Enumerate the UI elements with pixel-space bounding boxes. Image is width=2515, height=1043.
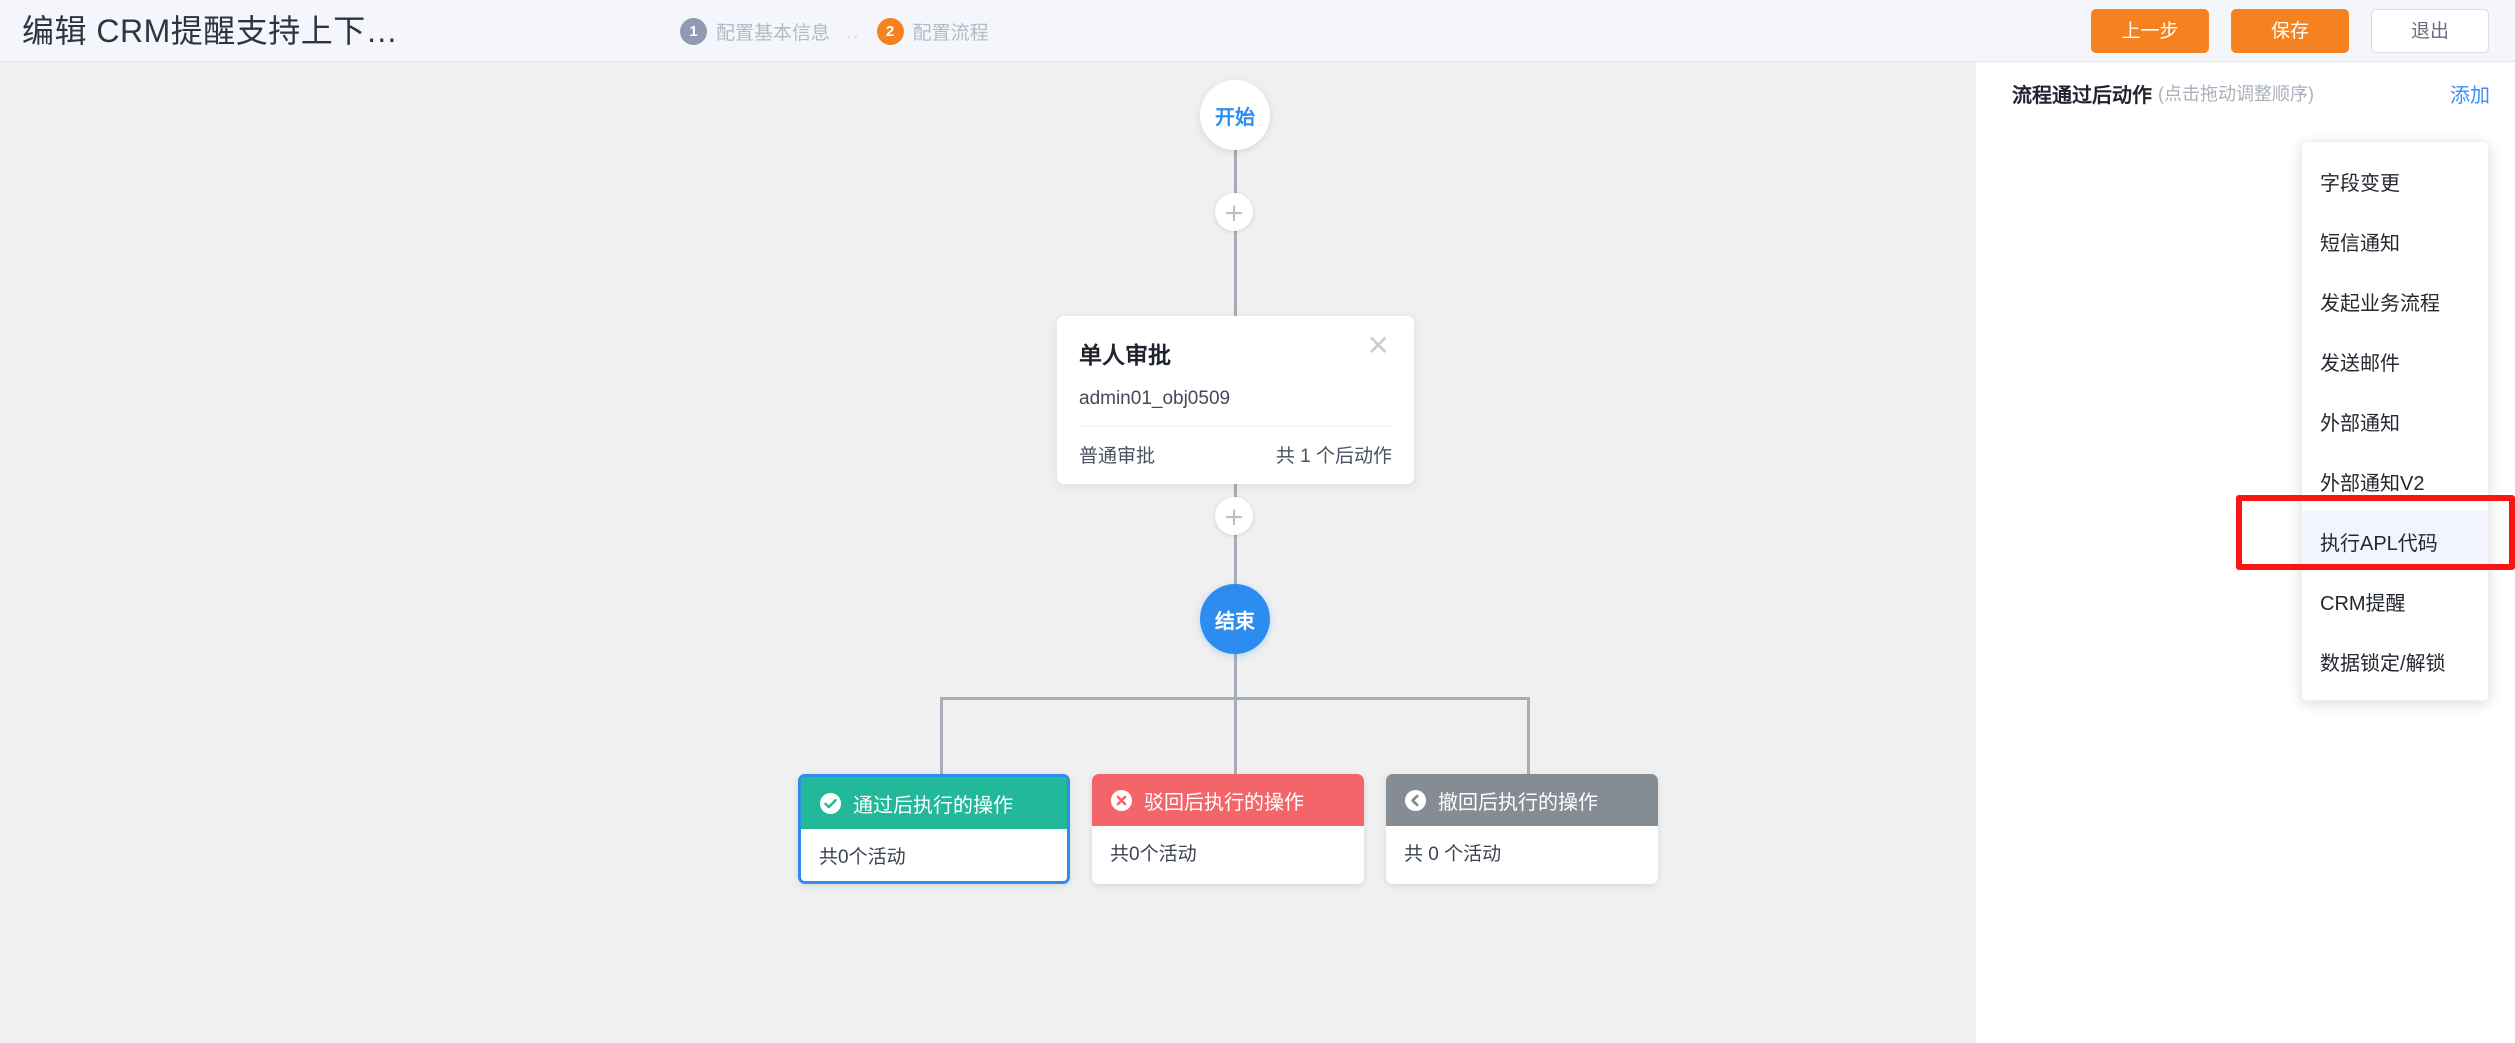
page-title: 编辑 CRM提醒支持上下… <box>22 13 399 49</box>
dropdown-item-send-email[interactable]: 发送邮件 <box>2320 352 2400 375</box>
dropdown-item-data-lock-unlock[interactable]: 数据锁定/解锁 <box>2320 652 2446 675</box>
step-number-2: 2 <box>876 17 904 45</box>
panel-hint: (点击拖动调整顺序) <box>2158 84 2314 104</box>
action-card-withdraw-header: 撤回后执行的操作 <box>1386 774 1658 826</box>
step-item-1[interactable]: 1 配置基本信息 <box>680 17 831 45</box>
save-button[interactable]: 保存 <box>2231 9 2349 53</box>
dropdown-item-execute-apl-code[interactable]: 执行APL代码 <box>2302 511 2488 571</box>
flow-node-end[interactable]: 结束 <box>1200 584 1270 654</box>
step-indicator: 1 配置基本信息 .. 2 配置流程 <box>680 0 989 62</box>
action-card-pass-title: 通过后执行的操作 <box>853 794 1013 817</box>
action-card-reject-header: 驳回后执行的操作 <box>1092 774 1364 826</box>
header-actions: 上一步 保存 退出 <box>2091 0 2489 62</box>
dropdown-item-external-notify-v2[interactable]: 外部通知V2 <box>2320 472 2425 495</box>
close-icon[interactable]: ✕ <box>1366 329 1390 362</box>
add-node-button-2[interactable]: + <box>1215 497 1253 535</box>
post-actions-panel: 流程通过后动作 (点击拖动调整顺序) 添加 字段变更 短信通知 发起业务流程 发… <box>1975 62 2515 1043</box>
edge-end-to-branch <box>1234 652 1237 776</box>
close-circle-icon <box>1110 789 1133 812</box>
action-card-withdraw-count: 共 0 个活动 <box>1386 826 1658 878</box>
approval-card-type: 普通审批 <box>1079 446 1156 467</box>
app-header: 编辑 CRM提醒支持上下… 1 配置基本信息 .. 2 配置流程 上一步 保存 … <box>0 0 2515 62</box>
panel-title: 流程通过后动作 <box>2012 84 2152 107</box>
panel-header: 流程通过后动作 (点击拖动调整顺序) 添加 <box>1976 62 2515 124</box>
edge-start-to-plus1 <box>1234 148 1237 194</box>
back-circle-icon <box>1404 789 1427 812</box>
post-action-cards: 通过后执行的操作 共0个活动 驳回后执行的操作 共0个活动 <box>798 774 1658 884</box>
flow-node-start[interactable]: 开始 <box>1200 80 1270 150</box>
approval-card-object: admin01_obj0509 <box>1079 388 1231 409</box>
dropdown-item-external-notify[interactable]: 外部通知 <box>2320 412 2400 435</box>
approval-card-header: 单人审批 ✕ <box>1079 329 1392 370</box>
edge-plus2-to-end <box>1234 534 1237 586</box>
action-card-reject-title: 驳回后执行的操作 <box>1144 791 1304 814</box>
action-card-reject[interactable]: 驳回后执行的操作 共0个活动 <box>1092 774 1364 884</box>
action-card-pass-header: 通过后执行的操作 <box>801 777 1067 829</box>
add-action-link[interactable]: 添加 <box>2450 84 2490 107</box>
edge-branch-right <box>1527 697 1530 777</box>
action-card-withdraw-title: 撤回后执行的操作 <box>1438 791 1598 814</box>
approval-card-title: 单人审批 <box>1079 342 1171 368</box>
approval-card-footer: 普通审批 共 1 个后动作 <box>1079 426 1392 468</box>
dropdown-item-start-business-flow[interactable]: 发起业务流程 <box>2320 292 2440 315</box>
step-item-2[interactable]: 2 配置流程 <box>876 17 989 45</box>
dropdown-item-sms-notify[interactable]: 短信通知 <box>2320 232 2400 255</box>
prev-step-button[interactable]: 上一步 <box>2091 9 2209 53</box>
step-number-1: 1 <box>680 17 707 45</box>
edge-plus1-to-card <box>1234 230 1237 318</box>
flow-canvas[interactable]: 开始 + 单人审批 ✕ admin01_obj0509 普通审批 共 1 个后动… <box>0 62 1975 1043</box>
action-card-reject-count: 共0个活动 <box>1092 826 1364 878</box>
action-card-withdraw[interactable]: 撤回后执行的操作 共 0 个活动 <box>1386 774 1658 884</box>
approval-card-post-actions: 共 1 个后动作 <box>1275 446 1392 467</box>
action-type-dropdown[interactable]: 字段变更 短信通知 发起业务流程 发送邮件 外部通知 外部通知V2 执行APL代… <box>2301 141 2489 701</box>
action-card-pass[interactable]: 通过后执行的操作 共0个活动 <box>798 774 1070 884</box>
edge-branch-horizontal <box>940 697 1530 700</box>
step-label-1: 配置基本信息 <box>716 22 831 44</box>
flow-diagram: 开始 + 单人审批 ✕ admin01_obj0509 普通审批 共 1 个后动… <box>0 62 1975 1043</box>
add-node-button-1[interactable]: + <box>1215 193 1253 231</box>
step-separator: .. <box>846 22 861 43</box>
edge-branch-left <box>940 697 943 777</box>
check-circle-icon <box>819 792 842 815</box>
step-label-2: 配置流程 <box>912 22 989 44</box>
approval-node-card[interactable]: 单人审批 ✕ admin01_obj0509 普通审批 共 1 个后动作 <box>1057 316 1414 484</box>
action-card-pass-count: 共0个活动 <box>801 829 1067 881</box>
dropdown-item-crm-reminder[interactable]: CRM提醒 <box>2320 592 2406 615</box>
exit-button[interactable]: 退出 <box>2371 9 2489 53</box>
dropdown-item-field-change[interactable]: 字段变更 <box>2320 172 2400 195</box>
